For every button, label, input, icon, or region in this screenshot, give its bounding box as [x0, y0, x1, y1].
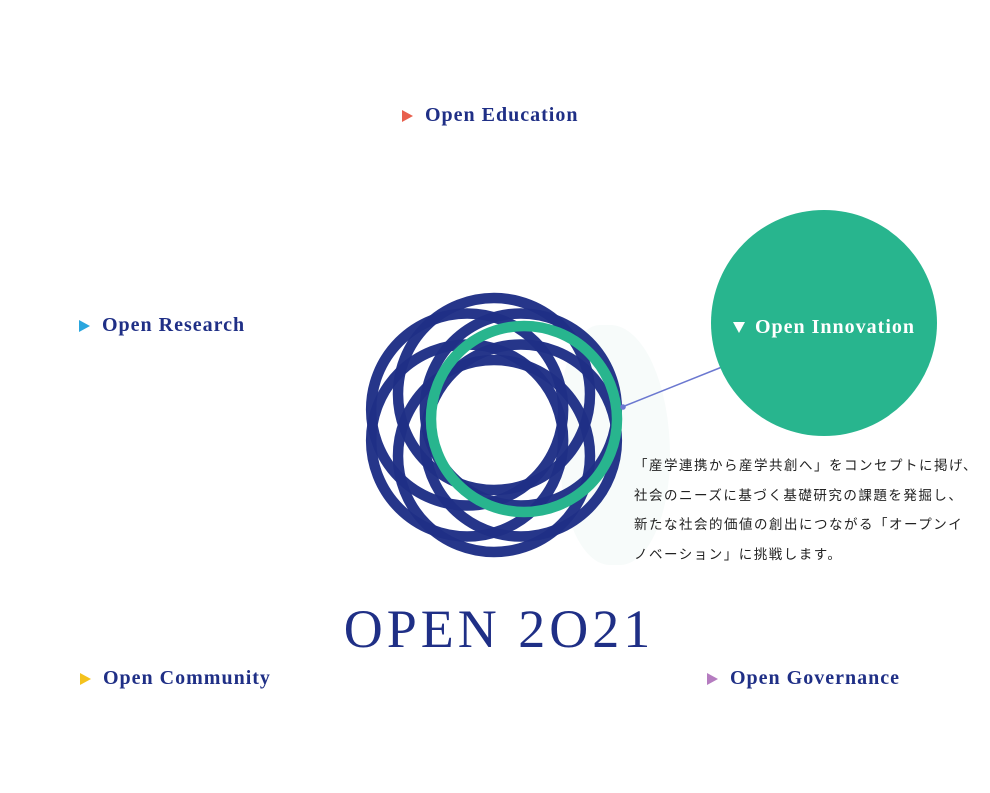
open-2021-ring-logo [365, 292, 623, 558]
triangle-right-icon [79, 319, 90, 332]
topic-label: Open Community [103, 667, 271, 689]
topic-open-research[interactable]: Open Research [79, 314, 245, 337]
description-line: 新たな社会的価値の創出につながる「オープンイ [634, 517, 964, 533]
triangle-right-icon [707, 672, 718, 685]
topic-open-community[interactable]: Open Community [80, 667, 271, 690]
topic-open-innovation[interactable]: Open Innovation [711, 210, 937, 436]
topic-label: Open Education [425, 104, 579, 126]
logo-ring [392, 354, 596, 558]
topic-label: Open Research [102, 314, 246, 336]
brand-title: OPEN 2O21 [343, 599, 655, 659]
triangle-right-icon [80, 672, 91, 685]
description-line: 「産学連携から産学共創へ」をコンセプトに掲げ、 [634, 458, 979, 474]
description-line: ノベーション」に挑戦します。 [634, 546, 843, 563]
triangle-down-icon [732, 321, 745, 333]
topic-open-governance[interactable]: Open Governance [707, 667, 900, 690]
topic-open-education[interactable]: Open Education [402, 104, 578, 127]
topic-label: Open Governance [730, 667, 900, 689]
description-line: 社会のニーズに基づく基礎研究の課題を発掘し、 [634, 487, 964, 504]
innovation-description: 「産学連携から産学共創へ」をコンセプトに掲げ、 社会のニーズに基づく基礎研究の課… [634, 452, 990, 570]
triangle-right-icon [402, 109, 413, 122]
topic-label: Open Innovation [754, 315, 916, 338]
logo-ring-highlight [425, 320, 623, 518]
logo-ring [392, 292, 596, 496]
